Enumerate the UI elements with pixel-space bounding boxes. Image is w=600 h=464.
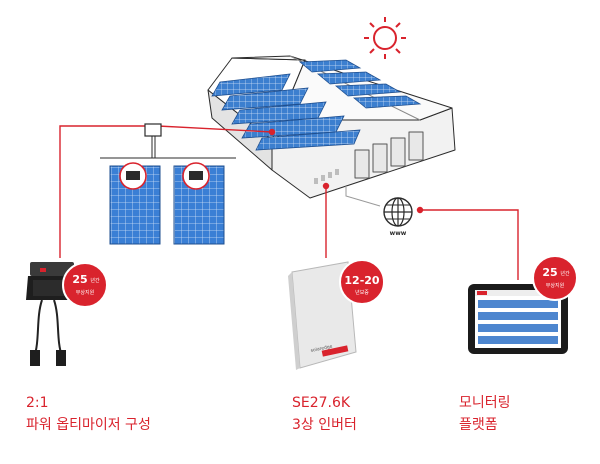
panel-string — [100, 123, 236, 245]
optimizer-marker-right — [182, 162, 210, 190]
caption-monitor-line1: 모니터링 — [459, 395, 511, 411]
badge-inverter-value: 12-20 — [344, 274, 380, 287]
internet-link — [345, 186, 381, 207]
badge-optimizer-unit: 년간 — [90, 277, 100, 284]
badge-inverter: 12-20 년보증 — [339, 259, 385, 305]
badge-monitor-desc: 무상지원 — [546, 282, 565, 289]
badge-inverter-desc: 년보증 — [355, 289, 369, 296]
sun-icon — [364, 17, 406, 59]
internet-label: www — [390, 230, 407, 237]
badge-optimizer: 25 년간 무상지원 — [62, 262, 108, 308]
badge-monitor-unit: 년간 — [560, 270, 570, 277]
optimizer-marker-left — [119, 162, 147, 190]
caption-monitor-line2: 플랫폼 — [459, 417, 498, 433]
caption-inverter-line2: 3상 인버터 — [292, 417, 357, 433]
connection-lines — [59, 125, 519, 280]
caption-monitor: 모니터링 플랫폼 — [459, 392, 511, 436]
badge-monitor: 25 년간 무상지원 — [532, 255, 578, 301]
monitoring-tablet — [468, 284, 568, 354]
badge-monitor-value: 25 — [542, 266, 557, 279]
caption-optimizer-line2: 파워 옵티마이저 구성 — [26, 417, 151, 433]
globe-icon — [383, 197, 413, 227]
caption-inverter: SE27.6K 3상 인버터 — [292, 392, 357, 436]
caption-inverter-line1: SE27.6K — [292, 395, 351, 411]
badge-optimizer-desc: 무상지원 — [76, 289, 95, 296]
caption-optimizer: 2:1 파워 옵티마이저 구성 — [26, 392, 151, 436]
junction-box — [144, 123, 162, 137]
caption-optimizer-line1: 2:1 — [26, 395, 49, 411]
roof-solar-array — [211, 59, 422, 151]
badge-optimizer-value: 25 — [72, 273, 87, 286]
inverter-brand: solaredge — [310, 343, 333, 354]
